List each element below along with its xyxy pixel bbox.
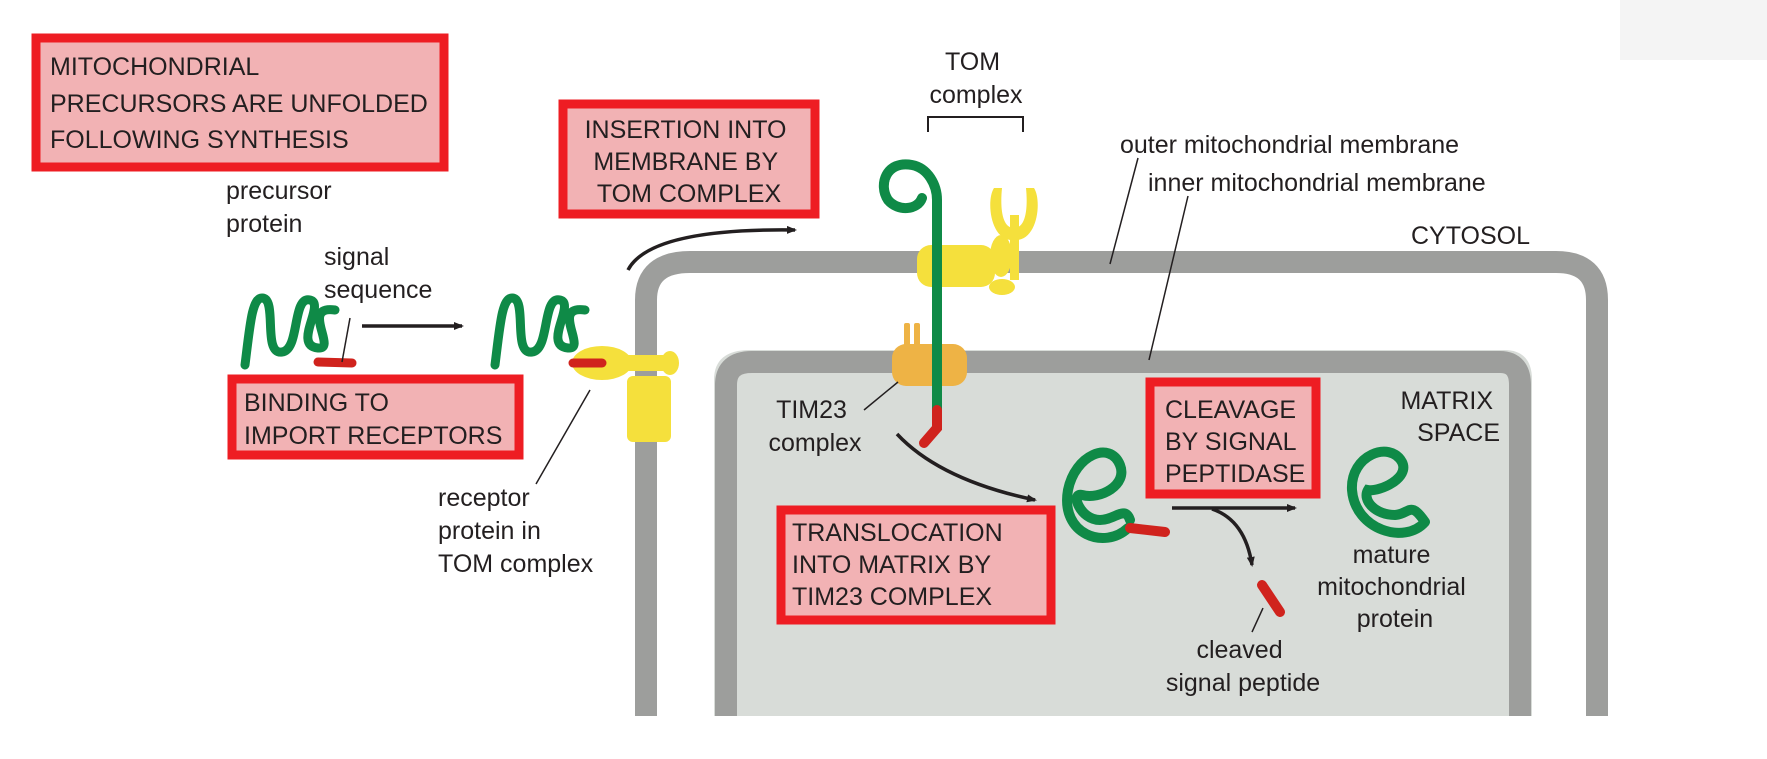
callout-cleavage-box [1145, 377, 1321, 499]
tim23-pointer [863, 381, 899, 411]
receptor-pointer [535, 389, 591, 485]
cleaved-peptide-pointer [1251, 607, 1264, 633]
receptor-protein-label: receptor protein in TOM complex [438, 484, 594, 578]
translocating-signal-sequence [919, 405, 942, 448]
signal-sequence-label: signal sequence [324, 243, 432, 304]
tim23-complex-structure [892, 323, 967, 386]
cytosol-label: CYTOSOL [1411, 222, 1530, 250]
callout-binding: BINDING TO IMPORT RECEPTORS [244, 389, 502, 450]
mitochondrion [635, 251, 1608, 716]
precursor-protein-free [240, 293, 357, 370]
tom-complex-label: TOM complex [929, 48, 1023, 109]
mature-protein [1347, 446, 1430, 538]
callout-translocation: TRANSLOCATION INTO MATRIX BY TIM23 COMPL… [792, 519, 1010, 611]
corner-shading [1620, 0, 1767, 60]
inner-membrane [715, 351, 1531, 716]
tim23-complex-label: TIM23 complex [768, 396, 862, 457]
outer-membrane-label: outer mitochondrial membrane [1120, 131, 1459, 159]
cleaved-signal-peptide [1257, 580, 1285, 617]
translocating-protein [879, 159, 942, 415]
precursor-protein-bound [490, 293, 607, 370]
inner-membrane-pointer [1148, 195, 1189, 361]
tom-bracket [927, 116, 1024, 132]
translocation-arrow [895, 432, 1037, 503]
callout-unfolded-box [31, 33, 449, 172]
callout-unfolded: MITOCHONDRIAL PRECURSORS ARE UNFOLDED FO… [50, 53, 435, 154]
insertion-arrow [626, 225, 797, 271]
callout-insertion: INSERTION INTO MEMBRANE BY TOM COMPLEX [585, 116, 794, 208]
cleaved-peptide-label: cleaved signal peptide [1166, 636, 1320, 697]
imported-protein [1062, 447, 1170, 543]
callout-insertion-box [558, 99, 820, 219]
precursor-protein-label: precursor protein [226, 177, 339, 238]
signal-sequence-segment [313, 357, 357, 368]
inner-membrane-label: inner mitochondrial membrane [1148, 169, 1486, 197]
outer-membrane [635, 251, 1608, 716]
callout-cleavage: CLEAVAGE BY SIGNAL PEPTIDASE [1165, 396, 1305, 488]
signal-sequence-pointer [341, 317, 351, 363]
outer-membrane-pointer [1109, 157, 1139, 265]
mature-protein-label: mature mitochondrial protein [1317, 541, 1473, 633]
matrix-space-label: MATRIX SPACE [1400, 387, 1500, 447]
callout-binding-box [227, 374, 524, 460]
callout-translocation-box [776, 505, 1056, 625]
peptide-release-arrow [1211, 507, 1255, 567]
receptor-protein [572, 346, 679, 442]
